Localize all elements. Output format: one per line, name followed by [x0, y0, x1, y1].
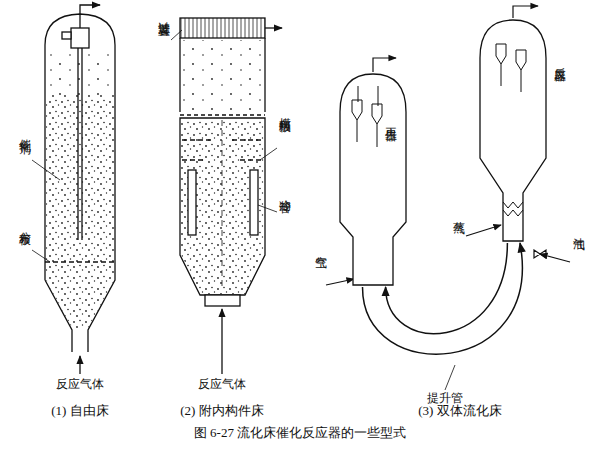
vessel-wall [45, 14, 115, 352]
catalyst-particles [181, 254, 264, 294]
regenerator-vessel: 再生器 [338, 72, 408, 287]
part-label: 空气 [314, 246, 327, 248]
part-label: 反应气体 [56, 378, 104, 391]
leader-line [171, 30, 182, 40]
part-label: 蒸气 [452, 212, 465, 214]
catalyst-particles [181, 40, 264, 112]
distributor-plate [45, 261, 115, 262]
product-outlet [513, 6, 538, 18]
valve-symbol [534, 250, 546, 258]
part-label: 反应气体 [198, 378, 246, 391]
vessel-outline [480, 20, 546, 241]
free-bed-reactor [32, 5, 115, 374]
leader-line [445, 365, 455, 390]
riser-pipe [386, 243, 508, 334]
twin-bed-details [326, 6, 570, 390]
cyclone [496, 44, 526, 92]
catalyst-particles [46, 50, 114, 95]
leader-line [260, 148, 277, 160]
vessel-wall [180, 38, 265, 112]
reactor-vessel: 反应器 [478, 18, 548, 243]
leader-line [32, 160, 60, 180]
steam-arrow [466, 225, 501, 236]
part-label: 分布板 [18, 222, 31, 225]
vessel-joint [180, 114, 265, 115]
catalyst-particles [181, 120, 264, 254]
baffle [182, 140, 263, 160]
outlet-arrow [265, 27, 282, 28]
part-label: 横向挡板 [278, 108, 291, 112]
part-label: 油气 [572, 228, 585, 230]
leader-line [258, 205, 277, 212]
cyclone-inlet [62, 32, 71, 39]
cyclone [71, 28, 89, 48]
vessel-wall [180, 118, 265, 295]
vessel-shape [478, 18, 548, 243]
vessel-shape [338, 72, 408, 287]
cyclone [352, 100, 382, 147]
leader-line [32, 250, 50, 262]
part-label: 冷却管 [278, 190, 291, 193]
inlet-arrow [79, 356, 80, 374]
vessel-label: 再生器 [384, 118, 397, 121]
inlet-arrow [221, 309, 222, 374]
flue-gas-outlet [373, 58, 396, 72]
dipleg [78, 48, 82, 240]
oil-gas-arrow [540, 254, 570, 262]
cooling-tube [250, 170, 258, 235]
part-label: 过滤装置 [157, 12, 170, 16]
cyclone-pipe [358, 86, 378, 106]
catalyst-particles [46, 280, 114, 328]
steam-distributor [503, 202, 523, 216]
air-arrow [326, 279, 354, 285]
gas-inlet [205, 295, 240, 306]
vessel-outline [340, 74, 406, 285]
filter-unit [180, 18, 265, 38]
vessel-label: 反应器 [553, 58, 566, 61]
internals-bed-reactor [171, 18, 282, 374]
catalyst-particles [46, 95, 114, 280]
subfigure-caption: (2) 附内构件床 [180, 404, 263, 417]
subfigure-caption: (1) 自由床 [51, 404, 108, 417]
center-line [222, 120, 223, 290]
figure-caption: 图 6-27 流化床催化反应器的一些型式 [194, 424, 406, 442]
cooling-tube [188, 170, 196, 235]
subfigure-caption: (3) 双体流化床 [418, 404, 501, 417]
outlet-arrow [80, 5, 100, 28]
part-label: 催化剂 [18, 130, 31, 133]
